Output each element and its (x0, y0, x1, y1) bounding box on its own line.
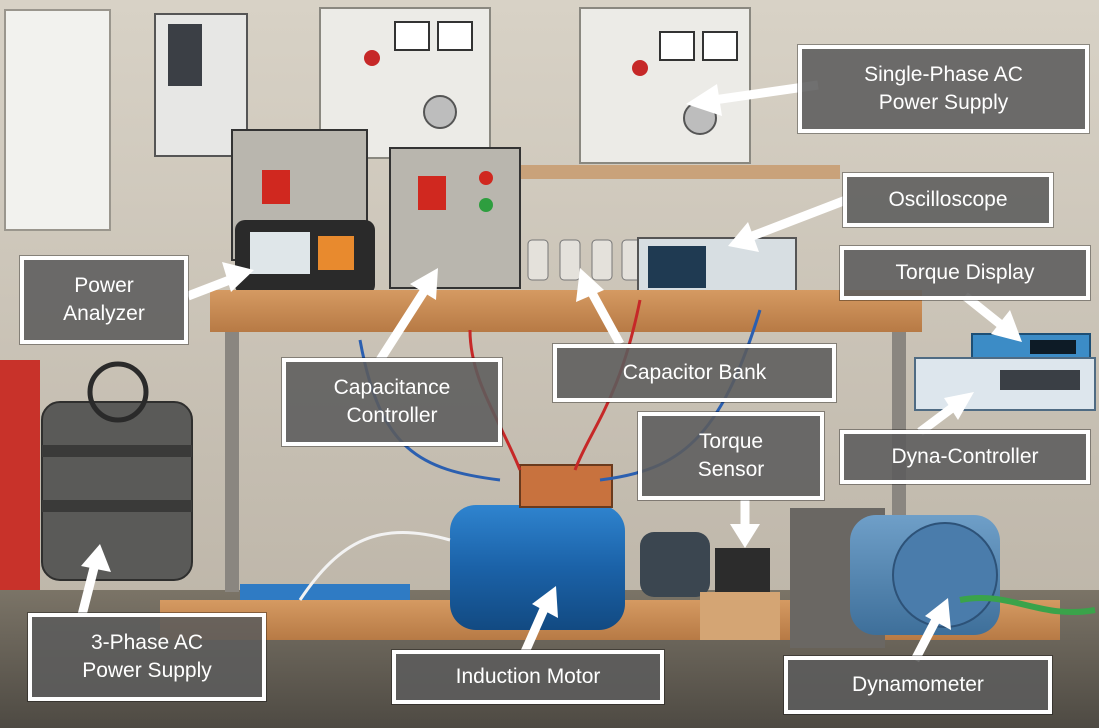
arrow-three-phase (77, 558, 101, 617)
switch-left-red (262, 170, 290, 204)
arrowhead-induction-motor (532, 586, 558, 618)
panel-meter-1 (394, 21, 430, 51)
clamp-bar (240, 584, 410, 600)
switch-box-right (389, 147, 521, 289)
label-capacitance-controller-line-1: Capacitance (333, 376, 451, 399)
whiteboard (4, 9, 111, 231)
label-torque-sensor: Torque Sensor (638, 412, 824, 500)
label-capacitor-bank-text: Capacitor Bank (622, 361, 767, 384)
abb-drive-display (168, 24, 202, 86)
panel-meter-4 (702, 31, 738, 61)
torque-display-readout (1030, 340, 1076, 354)
label-induction-motor-text: Induction Motor (455, 665, 601, 688)
workbench-leg-left (225, 332, 239, 592)
torque-sensor-mount (700, 592, 780, 640)
label-dyna-controller: Dyna-Controller (840, 430, 1090, 484)
capacitor-3 (591, 239, 613, 281)
variac-band-1 (42, 445, 192, 457)
label-single-phase-power-supply: Single-Phase AC Power Supply (798, 45, 1089, 133)
label-torque-display-text: Torque Display (895, 261, 1035, 284)
variac-band-2 (42, 500, 192, 512)
torque-sensor-device (715, 548, 770, 593)
arrowhead-dyna-controller (944, 392, 974, 420)
motor-coupling (640, 532, 710, 597)
panel-meter-3 (659, 31, 695, 61)
induction-motor-terminal-box (519, 464, 613, 508)
label-torque-sensor-line-1: Torque (698, 430, 764, 453)
cable-white-1 (298, 531, 451, 601)
arrowhead-power-analyzer (222, 262, 254, 292)
power-analyzer-screen (250, 232, 310, 274)
label-induction-motor: Induction Motor (392, 650, 664, 704)
arrowhead-capacitance-controller (410, 268, 438, 300)
arrowhead-dynamometer (925, 598, 951, 630)
panel-red-button-2 (632, 60, 648, 76)
label-dynamometer-text: Dynamometer (852, 673, 984, 696)
label-power-analyzer-line-2: Analyzer (63, 302, 145, 325)
arrowhead-oscilloscope (728, 222, 759, 252)
induction-motor-body (450, 505, 625, 630)
panel-red-button (364, 50, 380, 66)
label-single-phase-line-1: Single-Phase AC (864, 63, 1023, 86)
arrowhead-capacitor-bank (576, 268, 604, 302)
label-capacitance-controller-line-2: Controller (346, 404, 438, 427)
label-oscilloscope: Oscilloscope (843, 173, 1053, 227)
label-three-phase-line-1: 3-Phase AC (90, 631, 204, 654)
label-dynamometer: Dynamometer (784, 656, 1052, 714)
arrowhead-single-phase (686, 84, 722, 116)
indicator-red (479, 171, 493, 185)
label-dyna-controller-text: Dyna-Controller (891, 445, 1039, 468)
workbench-top (210, 290, 922, 332)
label-oscilloscope-text: Oscilloscope (888, 188, 1008, 211)
switch-right-red (418, 176, 446, 210)
variac-handwheel (87, 361, 149, 423)
arrowhead-torque-sensor (730, 524, 760, 548)
red-cabinet (0, 360, 40, 590)
arrowhead-three-phase (81, 544, 111, 572)
cable-red-2 (573, 299, 642, 471)
capacitor-1 (527, 239, 549, 281)
upper-shelf (520, 165, 840, 179)
variac-body (41, 401, 193, 581)
label-power-analyzer-line-1: Power (74, 274, 134, 297)
label-capacitance-controller: Capacitance Controller (282, 358, 502, 446)
panel-knob (423, 95, 457, 129)
label-three-phase-power-supply: 3-Phase AC Power Supply (28, 613, 266, 701)
label-capacitor-bank: Capacitor Bank (553, 344, 836, 402)
capacitor-2 (559, 239, 581, 281)
label-three-phase-line-2: Power Supply (82, 659, 212, 682)
panel-meter-2 (437, 21, 473, 51)
arrow-capacitance-controller (376, 279, 434, 363)
dyna-controller-panel (1000, 370, 1080, 390)
label-torque-display: Torque Display (840, 246, 1090, 300)
cable-green-1 (959, 594, 1096, 616)
arrow-oscilloscope (740, 195, 848, 245)
label-single-phase-line-2: Power Supply (878, 91, 1009, 114)
arrowhead-torque-display (991, 310, 1022, 342)
power-analyzer-accent (318, 236, 354, 270)
oscilloscope-screen (648, 246, 706, 288)
indicator-green (479, 198, 493, 212)
label-torque-sensor-line-2: Sensor (697, 458, 765, 481)
label-power-analyzer: Power Analyzer (20, 256, 188, 344)
